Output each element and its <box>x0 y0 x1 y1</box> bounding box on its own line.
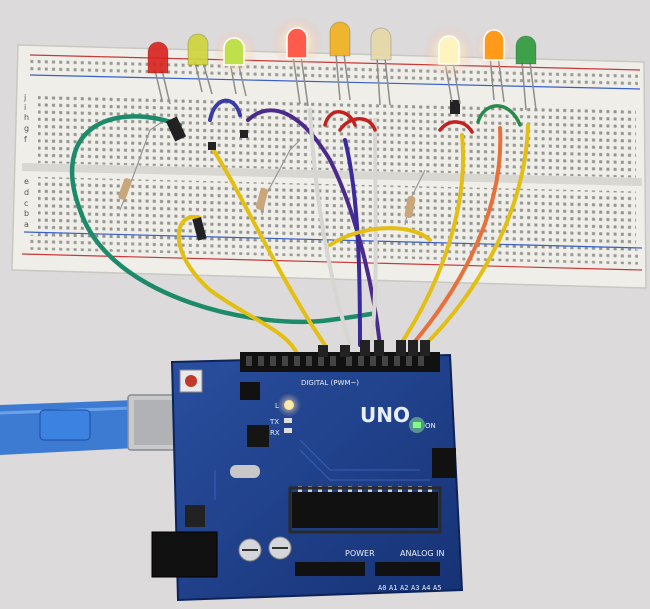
led-red-lit <box>286 27 308 59</box>
analog-pin-a1: A1 <box>389 584 397 592</box>
row-letter-f: f <box>24 135 27 144</box>
resistor-bodies <box>118 178 416 219</box>
led-green-lit <box>223 37 245 66</box>
analog-header <box>375 562 440 576</box>
row-letter-d: d <box>24 188 29 197</box>
wire-orange <box>410 126 503 347</box>
wire-blue-top <box>208 98 242 122</box>
breadboard-header-pins <box>165 100 460 241</box>
analog-pin-a3: A3 <box>411 584 419 592</box>
power-label: POWER <box>345 549 375 558</box>
dc-barrel-jack <box>151 531 218 578</box>
atmega-chip <box>292 492 438 528</box>
analog-pin-a5: A5 <box>433 584 441 592</box>
analog-pin-a0: A0 <box>378 584 386 592</box>
analog-label: ANALOG IN <box>400 549 445 558</box>
led-yellow-green <box>187 33 209 66</box>
wire-white-2 <box>370 118 378 342</box>
wire-yellow-left <box>176 214 302 362</box>
led-orange-lit <box>483 29 505 61</box>
analog-pin-a4: A4 <box>422 584 430 592</box>
breadboard: j i h g f e d c b a <box>11 44 647 289</box>
wire-purple-2 <box>343 138 362 347</box>
uno-logo: UNO <box>360 403 410 427</box>
digital-header <box>240 352 440 372</box>
wire-yellow-right-2 <box>423 123 530 347</box>
row-letter-e: e <box>24 177 29 186</box>
wire-yellow-right-1 <box>398 133 465 347</box>
led-row <box>147 16 537 111</box>
led-white-lit <box>438 35 460 65</box>
wire-red-3 <box>438 120 474 134</box>
led-warm-white <box>370 27 392 61</box>
row-letter-g: g <box>24 124 29 133</box>
wire-green-short <box>476 104 522 127</box>
row-letter-h: h <box>24 113 29 122</box>
tx-label: TX <box>269 418 279 426</box>
led-amber <box>329 21 351 57</box>
led-red <box>147 41 169 74</box>
power-led <box>413 422 421 428</box>
row-letter-c: c <box>24 199 28 208</box>
wire-yellow-bridge <box>328 226 432 247</box>
wire-yellow-mid <box>210 146 327 347</box>
led-green <box>515 35 537 65</box>
jumper-wires <box>69 98 530 362</box>
analog-pin-a2: A2 <box>400 584 408 592</box>
usb-chip <box>247 425 269 447</box>
icsp-header <box>432 448 456 478</box>
l-label: L <box>275 402 279 410</box>
voltage-regulator <box>185 505 205 527</box>
power-header <box>295 562 365 576</box>
arduino-uno-board: DIGITAL (PWM~) L TX RX UNO ON <box>151 340 464 602</box>
on-label: ON <box>425 422 436 430</box>
wire-red-1 <box>323 110 357 127</box>
wire-white-1 <box>308 108 352 347</box>
digital-label: DIGITAL (PWM~) <box>301 379 359 387</box>
row-letter-j: j <box>23 93 26 102</box>
rx-label: RX <box>270 429 280 437</box>
row-letter-i: i <box>24 103 26 112</box>
row-letter-a: a <box>24 220 29 229</box>
row-letter-b: b <box>24 209 29 218</box>
wire-red-2 <box>338 117 377 132</box>
